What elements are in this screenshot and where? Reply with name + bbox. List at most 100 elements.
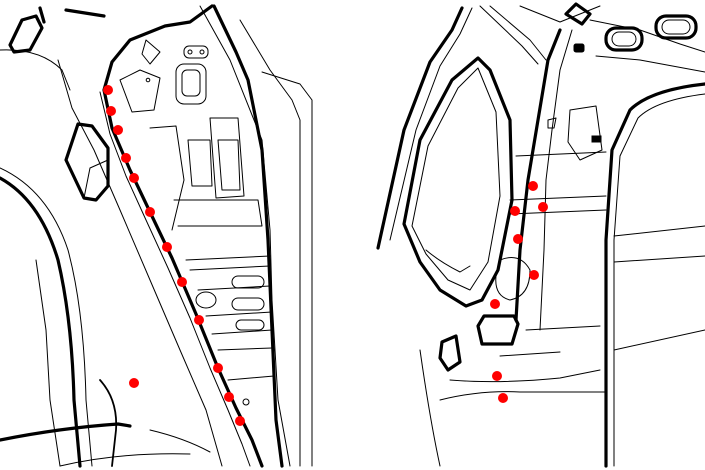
b-pillar-edge xyxy=(514,28,562,322)
lower-left-tab xyxy=(438,334,462,372)
roof-rail-inner xyxy=(479,5,539,65)
panel-crease xyxy=(149,125,185,231)
inner-pillar-line xyxy=(199,5,291,467)
small-square xyxy=(547,117,557,129)
rib-line-2 xyxy=(499,351,561,357)
top-ridge xyxy=(64,8,106,18)
sill-edge xyxy=(0,422,132,442)
left-panel-weld-point-10 xyxy=(213,363,223,373)
pillar-bracket xyxy=(567,105,603,161)
door-inner-line xyxy=(35,259,61,467)
rib-1 xyxy=(185,255,271,261)
window-inner-edge xyxy=(411,67,501,291)
windshield-frame-left xyxy=(376,6,464,250)
right-panel-weld-point-7 xyxy=(492,371,502,381)
frame-line-5 xyxy=(613,255,705,263)
right-flange xyxy=(261,71,313,467)
roof-inner xyxy=(595,55,705,73)
top-notch xyxy=(38,6,46,24)
clip-block xyxy=(573,43,585,53)
right-panel-weld-point-1 xyxy=(528,181,538,191)
lower-hole xyxy=(242,398,250,406)
quarter-flange xyxy=(613,93,705,467)
top-clip xyxy=(564,2,592,26)
right-panel-weld-point-8 xyxy=(498,393,508,403)
oval-slot-2 xyxy=(231,297,265,311)
frame-line-2 xyxy=(509,195,607,201)
frame-line-6 xyxy=(613,329,705,351)
rib-line xyxy=(525,325,601,331)
pillar-edge xyxy=(102,4,264,468)
frame-line-4 xyxy=(613,225,705,237)
upper-left-contour xyxy=(0,49,71,91)
lower-square-block xyxy=(476,314,520,346)
mid-box-inner xyxy=(217,139,241,191)
mid-box xyxy=(209,117,245,199)
left-panel-weld-point-7 xyxy=(162,242,172,252)
window-bottom-curve xyxy=(425,249,471,273)
frame-line-1 xyxy=(515,151,607,157)
pillar-inner-line xyxy=(99,91,251,467)
sill-line-b xyxy=(149,429,211,453)
right-panel-weld-point-3 xyxy=(538,202,548,212)
left-panel-drawing xyxy=(0,4,313,468)
lower-left-curve xyxy=(419,349,441,467)
upper-plate xyxy=(119,69,161,113)
quarter-opening-edge xyxy=(604,82,705,468)
rib-6 xyxy=(217,347,273,351)
roof-cutout-2 xyxy=(654,14,698,40)
rib-7 xyxy=(227,375,275,381)
top-bracket xyxy=(8,14,44,54)
right-panel-drawing xyxy=(376,2,705,468)
lower-round-boss xyxy=(495,257,531,301)
left-panel-weld-point-1 xyxy=(103,85,113,95)
rocker-line-b xyxy=(439,391,607,401)
left-panel-weld-point-9 xyxy=(194,315,204,325)
pin-hole xyxy=(145,77,151,83)
slot-hole-b xyxy=(199,49,205,55)
right-panel-weld-point-2 xyxy=(510,206,520,216)
door-opening-edge xyxy=(0,176,82,468)
roof-rail-line xyxy=(489,5,547,61)
cross-member xyxy=(173,199,263,227)
slot-hole-a xyxy=(187,49,193,55)
mid-box-left xyxy=(187,139,213,187)
oval-slot-1 xyxy=(231,275,265,289)
sill-line-a xyxy=(59,453,191,467)
window-opening xyxy=(402,56,514,308)
outer-right-line xyxy=(239,19,301,467)
windshield-frame-inner xyxy=(389,7,473,241)
weld-point-markers xyxy=(103,85,548,426)
rib-4 xyxy=(205,311,273,317)
door-opening-flange xyxy=(0,167,93,467)
left-panel-weld-point-13 xyxy=(129,378,139,388)
rib-5 xyxy=(211,329,273,335)
lower-flange xyxy=(99,379,118,467)
rib-2 xyxy=(189,265,271,271)
side-bracket-fold xyxy=(83,159,109,199)
pillar-face-line xyxy=(57,59,223,467)
top-oval-cutout xyxy=(175,63,207,105)
bracket-clip xyxy=(591,135,602,143)
right-panel-weld-point-4 xyxy=(513,234,523,244)
frame-line-3 xyxy=(509,209,607,215)
right-pillar-thick xyxy=(212,4,284,468)
rocker-line-a xyxy=(449,369,601,383)
left-panel-weld-point-8 xyxy=(177,277,187,287)
round-hole xyxy=(195,291,217,309)
left-panel-weld-point-12 xyxy=(235,416,245,426)
left-panel-weld-point-11 xyxy=(224,392,234,402)
right-panel-weld-point-5 xyxy=(529,270,539,280)
small-slot xyxy=(183,45,209,59)
rib-3 xyxy=(197,285,271,291)
top-curve xyxy=(519,5,601,23)
oval-slot-3 xyxy=(235,319,265,331)
roof-cutout-1-inner xyxy=(611,31,637,47)
left-panel-weld-point-3 xyxy=(113,125,123,135)
left-panel-weld-point-6 xyxy=(145,207,155,217)
small-tab xyxy=(141,39,161,65)
left-panel-weld-point-5 xyxy=(129,173,139,183)
left-panel-weld-point-2 xyxy=(106,106,116,116)
